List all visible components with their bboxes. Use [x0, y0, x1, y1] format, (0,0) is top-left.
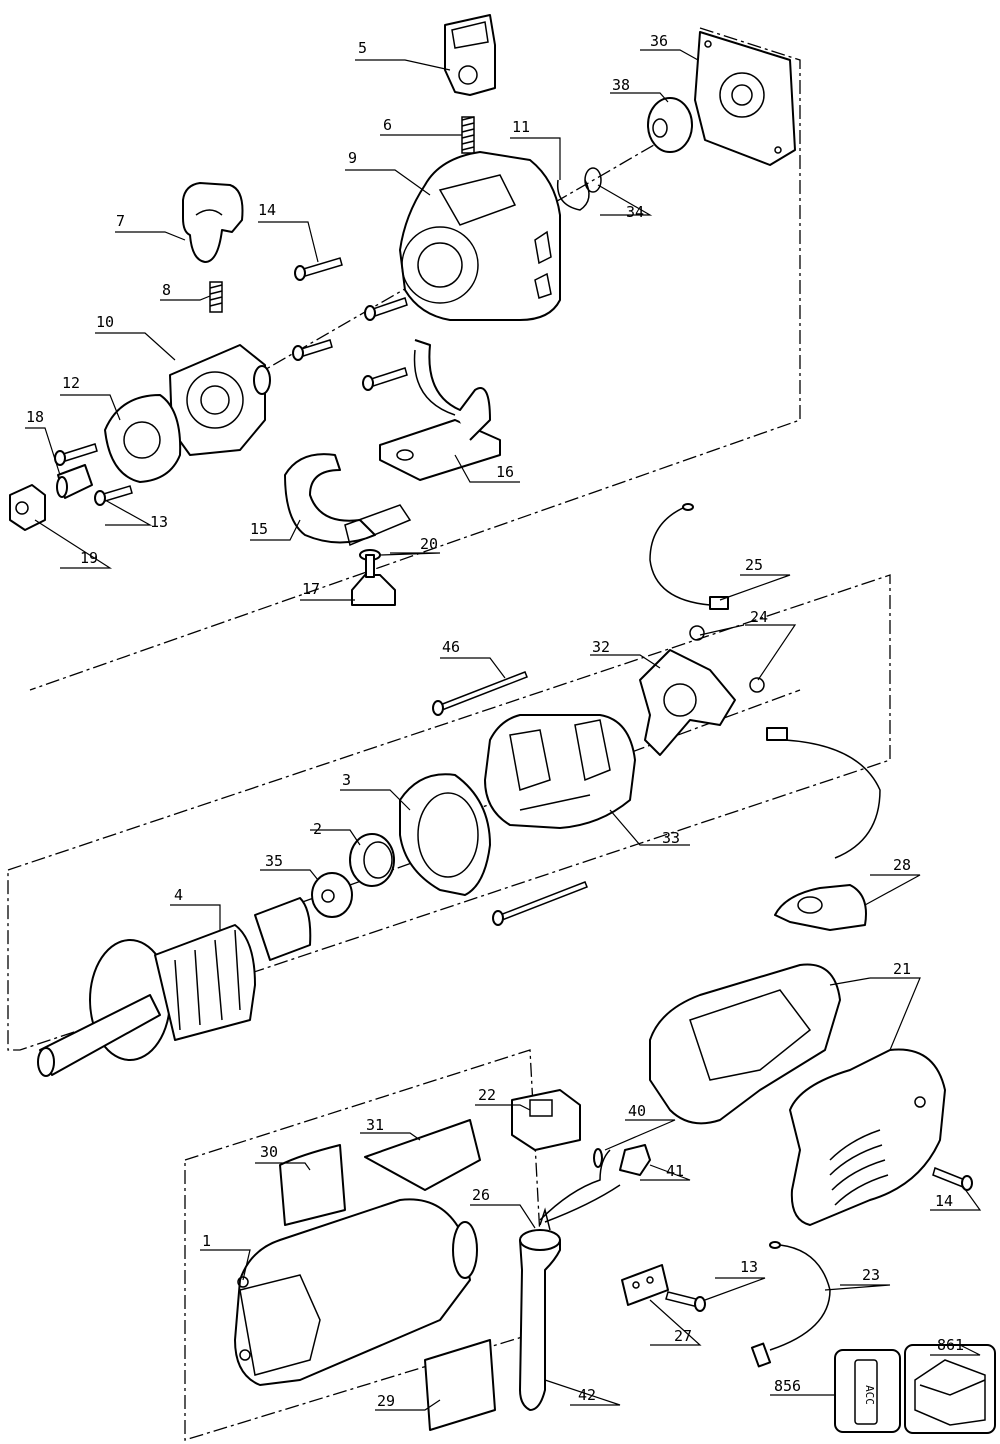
callout-38: 38: [612, 76, 630, 94]
screw-parts-upper: [54, 257, 408, 506]
part-3-baffle: [399, 773, 491, 896]
callout-35: 35: [265, 852, 283, 870]
part-1-motor-housing: [234, 1198, 478, 1386]
part-32-brush-holder: [639, 649, 736, 756]
callout-34: 34: [626, 203, 644, 221]
callout-7: 7: [116, 212, 125, 230]
part-861-case: [904, 1344, 996, 1434]
part-36-plate: [694, 31, 796, 166]
part-16-bracket: [379, 339, 501, 481]
callout-41: 41: [666, 1162, 684, 1180]
callout-32: 32: [592, 638, 610, 656]
callout-10: 10: [96, 313, 114, 331]
callout-29: 29: [377, 1392, 395, 1410]
part-8-spring: [209, 281, 223, 313]
part-11-retaining-ring: [556, 179, 590, 211]
part-25-lead-wire: [649, 503, 729, 610]
callout-30: 30: [260, 1143, 278, 1161]
screw-parts-middle: [492, 881, 588, 926]
callout-36: 36: [650, 32, 668, 50]
part-15-clamp: [284, 453, 412, 547]
part-26-side-handle: [519, 1207, 561, 1411]
part-4-armature: [37, 897, 312, 1077]
callout-2: 2: [313, 820, 322, 838]
part-10-carrier: [169, 344, 271, 456]
upper-group-boundary: [29, 27, 801, 691]
callout-13a: 13: [150, 513, 168, 531]
callout-3: 3: [342, 771, 351, 789]
callout-9: 9: [348, 149, 357, 167]
part-46-screw: [432, 671, 528, 716]
middle-group-boundary: [7, 574, 891, 1051]
callout-21: 21: [893, 960, 911, 978]
callout-20: 20: [420, 535, 438, 553]
callout-42: 42: [578, 1386, 596, 1404]
callout-4: 4: [174, 886, 183, 904]
callout-14b: 14: [935, 1192, 953, 1210]
callout-27: 27: [674, 1327, 692, 1345]
part-6-spring: [461, 116, 475, 154]
callout-18: 18: [26, 408, 44, 426]
part-22-switch: [511, 1089, 581, 1151]
part-5-button: [444, 14, 496, 96]
leader-lines: [25, 49, 982, 1411]
part-34-ring: [584, 167, 602, 193]
callout-40: 40: [628, 1102, 646, 1120]
callout-23: 23: [862, 1266, 880, 1284]
part-17-knob: [351, 554, 396, 606]
callout-33: 33: [662, 829, 680, 847]
callout-11: 11: [512, 118, 530, 136]
callout-labels: 5 6 7 8 9 10 11 12 18 13 14 15 16 19 20 …: [26, 32, 964, 1410]
callout-25: 25: [745, 556, 763, 574]
part-30-label: [279, 1144, 346, 1226]
part-12-flange: [104, 394, 182, 483]
callout-26: 26: [472, 1186, 490, 1204]
callout-46: 46: [442, 638, 460, 656]
part-24-springs: [689, 625, 765, 693]
part-38-bearing: [647, 97, 693, 153]
part-21-handle: [649, 963, 946, 1226]
callout-17: 17: [302, 580, 320, 598]
callout-856: 856: [774, 1377, 801, 1395]
part-27-plate: [621, 1264, 669, 1306]
callout-22: 22: [478, 1086, 496, 1104]
part-856-tag: ACC: [834, 1349, 901, 1433]
part-35-bearing: [311, 872, 353, 918]
lead-wire-middle: [766, 727, 881, 859]
callout-28: 28: [893, 856, 911, 874]
callout-8: 8: [162, 281, 171, 299]
part-33-field: [484, 714, 636, 829]
part-23-wire: [750, 1241, 831, 1368]
part-13-screw-lower: [665, 1291, 706, 1312]
callout-19: 19: [80, 549, 98, 567]
part-14-screw-lower: [932, 1166, 973, 1191]
callout-31: 31: [366, 1116, 384, 1134]
callout-13b: 13: [740, 1258, 758, 1276]
callout-861: 861: [937, 1336, 964, 1354]
part-7-cap: [182, 182, 244, 263]
part-31-label: [364, 1119, 481, 1191]
callout-16: 16: [496, 463, 514, 481]
part-40-41-wires: [539, 1144, 651, 1223]
part-29-label: [424, 1339, 496, 1431]
part-28-plate: [774, 884, 867, 931]
part-9-gear-housing: [399, 151, 561, 321]
callout-14a: 14: [258, 201, 276, 219]
part-18-collet: [56, 464, 93, 499]
callout-5: 5: [358, 39, 367, 57]
part-2-bearing: [349, 833, 395, 887]
callout-12: 12: [62, 374, 80, 392]
lower-group-boundary: [184, 1049, 546, 1441]
callout-6: 6: [383, 116, 392, 134]
callout-1: 1: [202, 1232, 211, 1250]
tag-text: ACC: [863, 1385, 876, 1405]
callout-24: 24: [750, 608, 768, 626]
callout-15: 15: [250, 520, 268, 538]
part-19-nut: [9, 484, 46, 531]
